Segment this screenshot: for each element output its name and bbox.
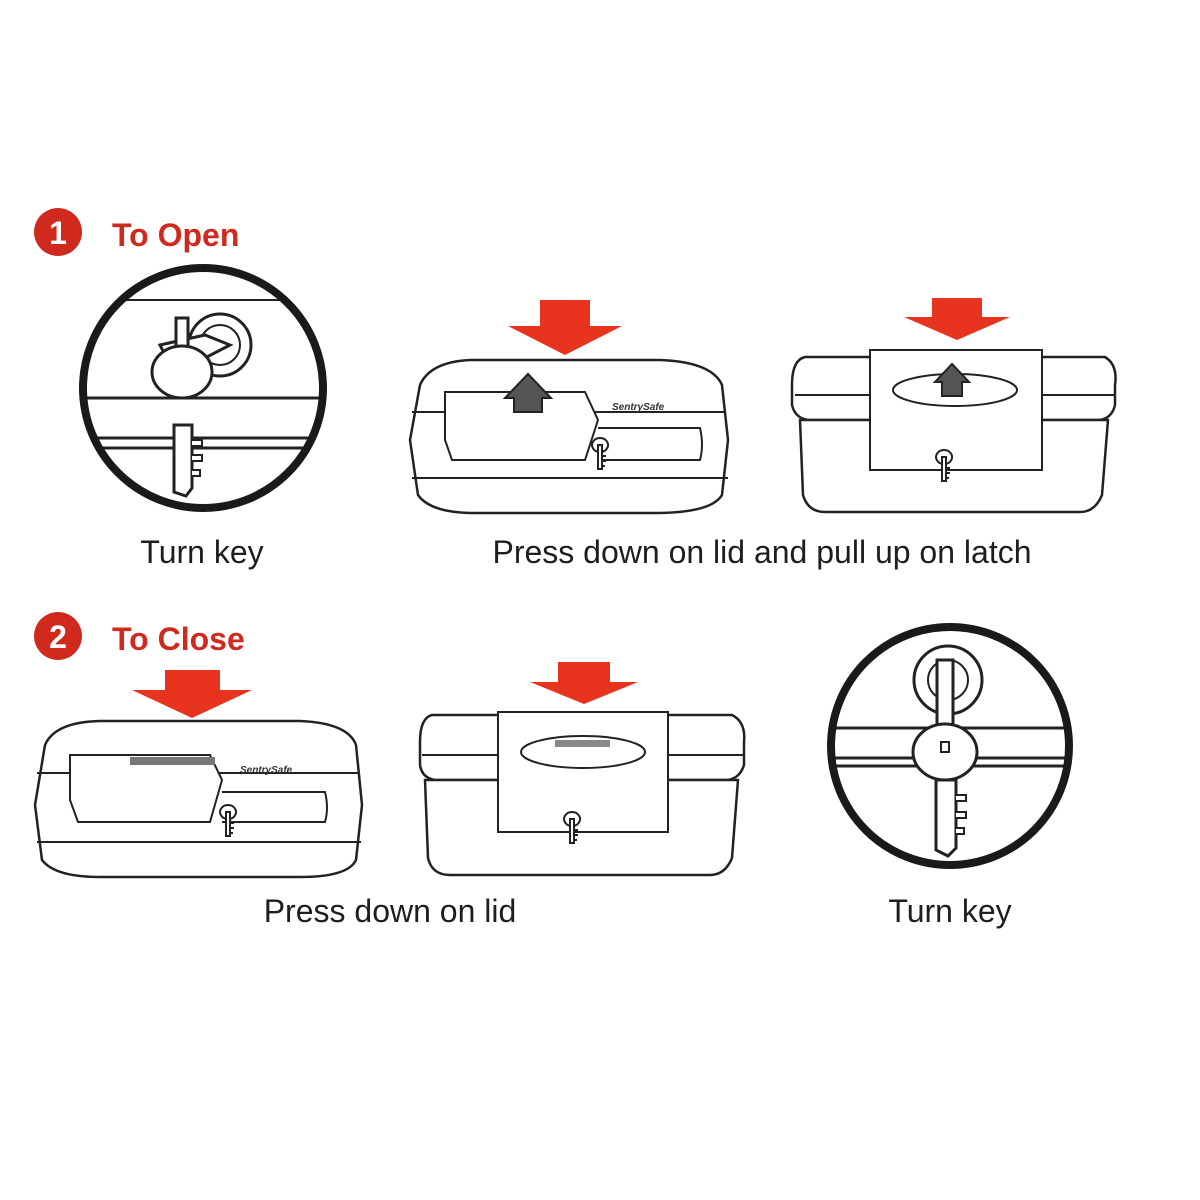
box-open-side bbox=[790, 298, 1117, 514]
step-2-title: To Close bbox=[112, 621, 245, 657]
caption-turn-key-open: Turn key bbox=[140, 534, 263, 570]
pull-up-arrow-icon bbox=[502, 372, 554, 413]
caption-press-and-pull: Press down on lid and pull up on latch bbox=[492, 534, 1031, 570]
step-2-badge bbox=[34, 612, 82, 660]
step-2-number: 2 bbox=[49, 619, 67, 655]
caption-turn-key-close: Turn key bbox=[888, 893, 1011, 929]
box-open-front: SentrySafe bbox=[408, 300, 730, 515]
step-1-badge bbox=[34, 208, 82, 256]
step-1-number: 1 bbox=[49, 215, 67, 251]
press-down-arrow-icon bbox=[508, 300, 622, 355]
press-down-arrow-icon bbox=[132, 670, 252, 718]
step-1-title: To Open bbox=[112, 217, 239, 253]
key-closeup-open bbox=[79, 264, 327, 512]
pull-up-arrow-icon bbox=[932, 362, 972, 397]
press-down-arrow-icon bbox=[904, 298, 1010, 340]
step-1-header: 1 To Open bbox=[34, 208, 239, 256]
key-closeup-close bbox=[827, 623, 1073, 869]
brand-logo: SentrySafe bbox=[612, 402, 665, 413]
box-close-side bbox=[418, 662, 746, 877]
press-down-arrow-icon bbox=[530, 662, 638, 704]
box-close-front: SentrySafe bbox=[33, 670, 364, 879]
caption-press-down: Press down on lid bbox=[264, 893, 517, 929]
step-2-header: 2 To Close bbox=[34, 612, 245, 660]
brand-logo: SentrySafe bbox=[240, 765, 293, 776]
